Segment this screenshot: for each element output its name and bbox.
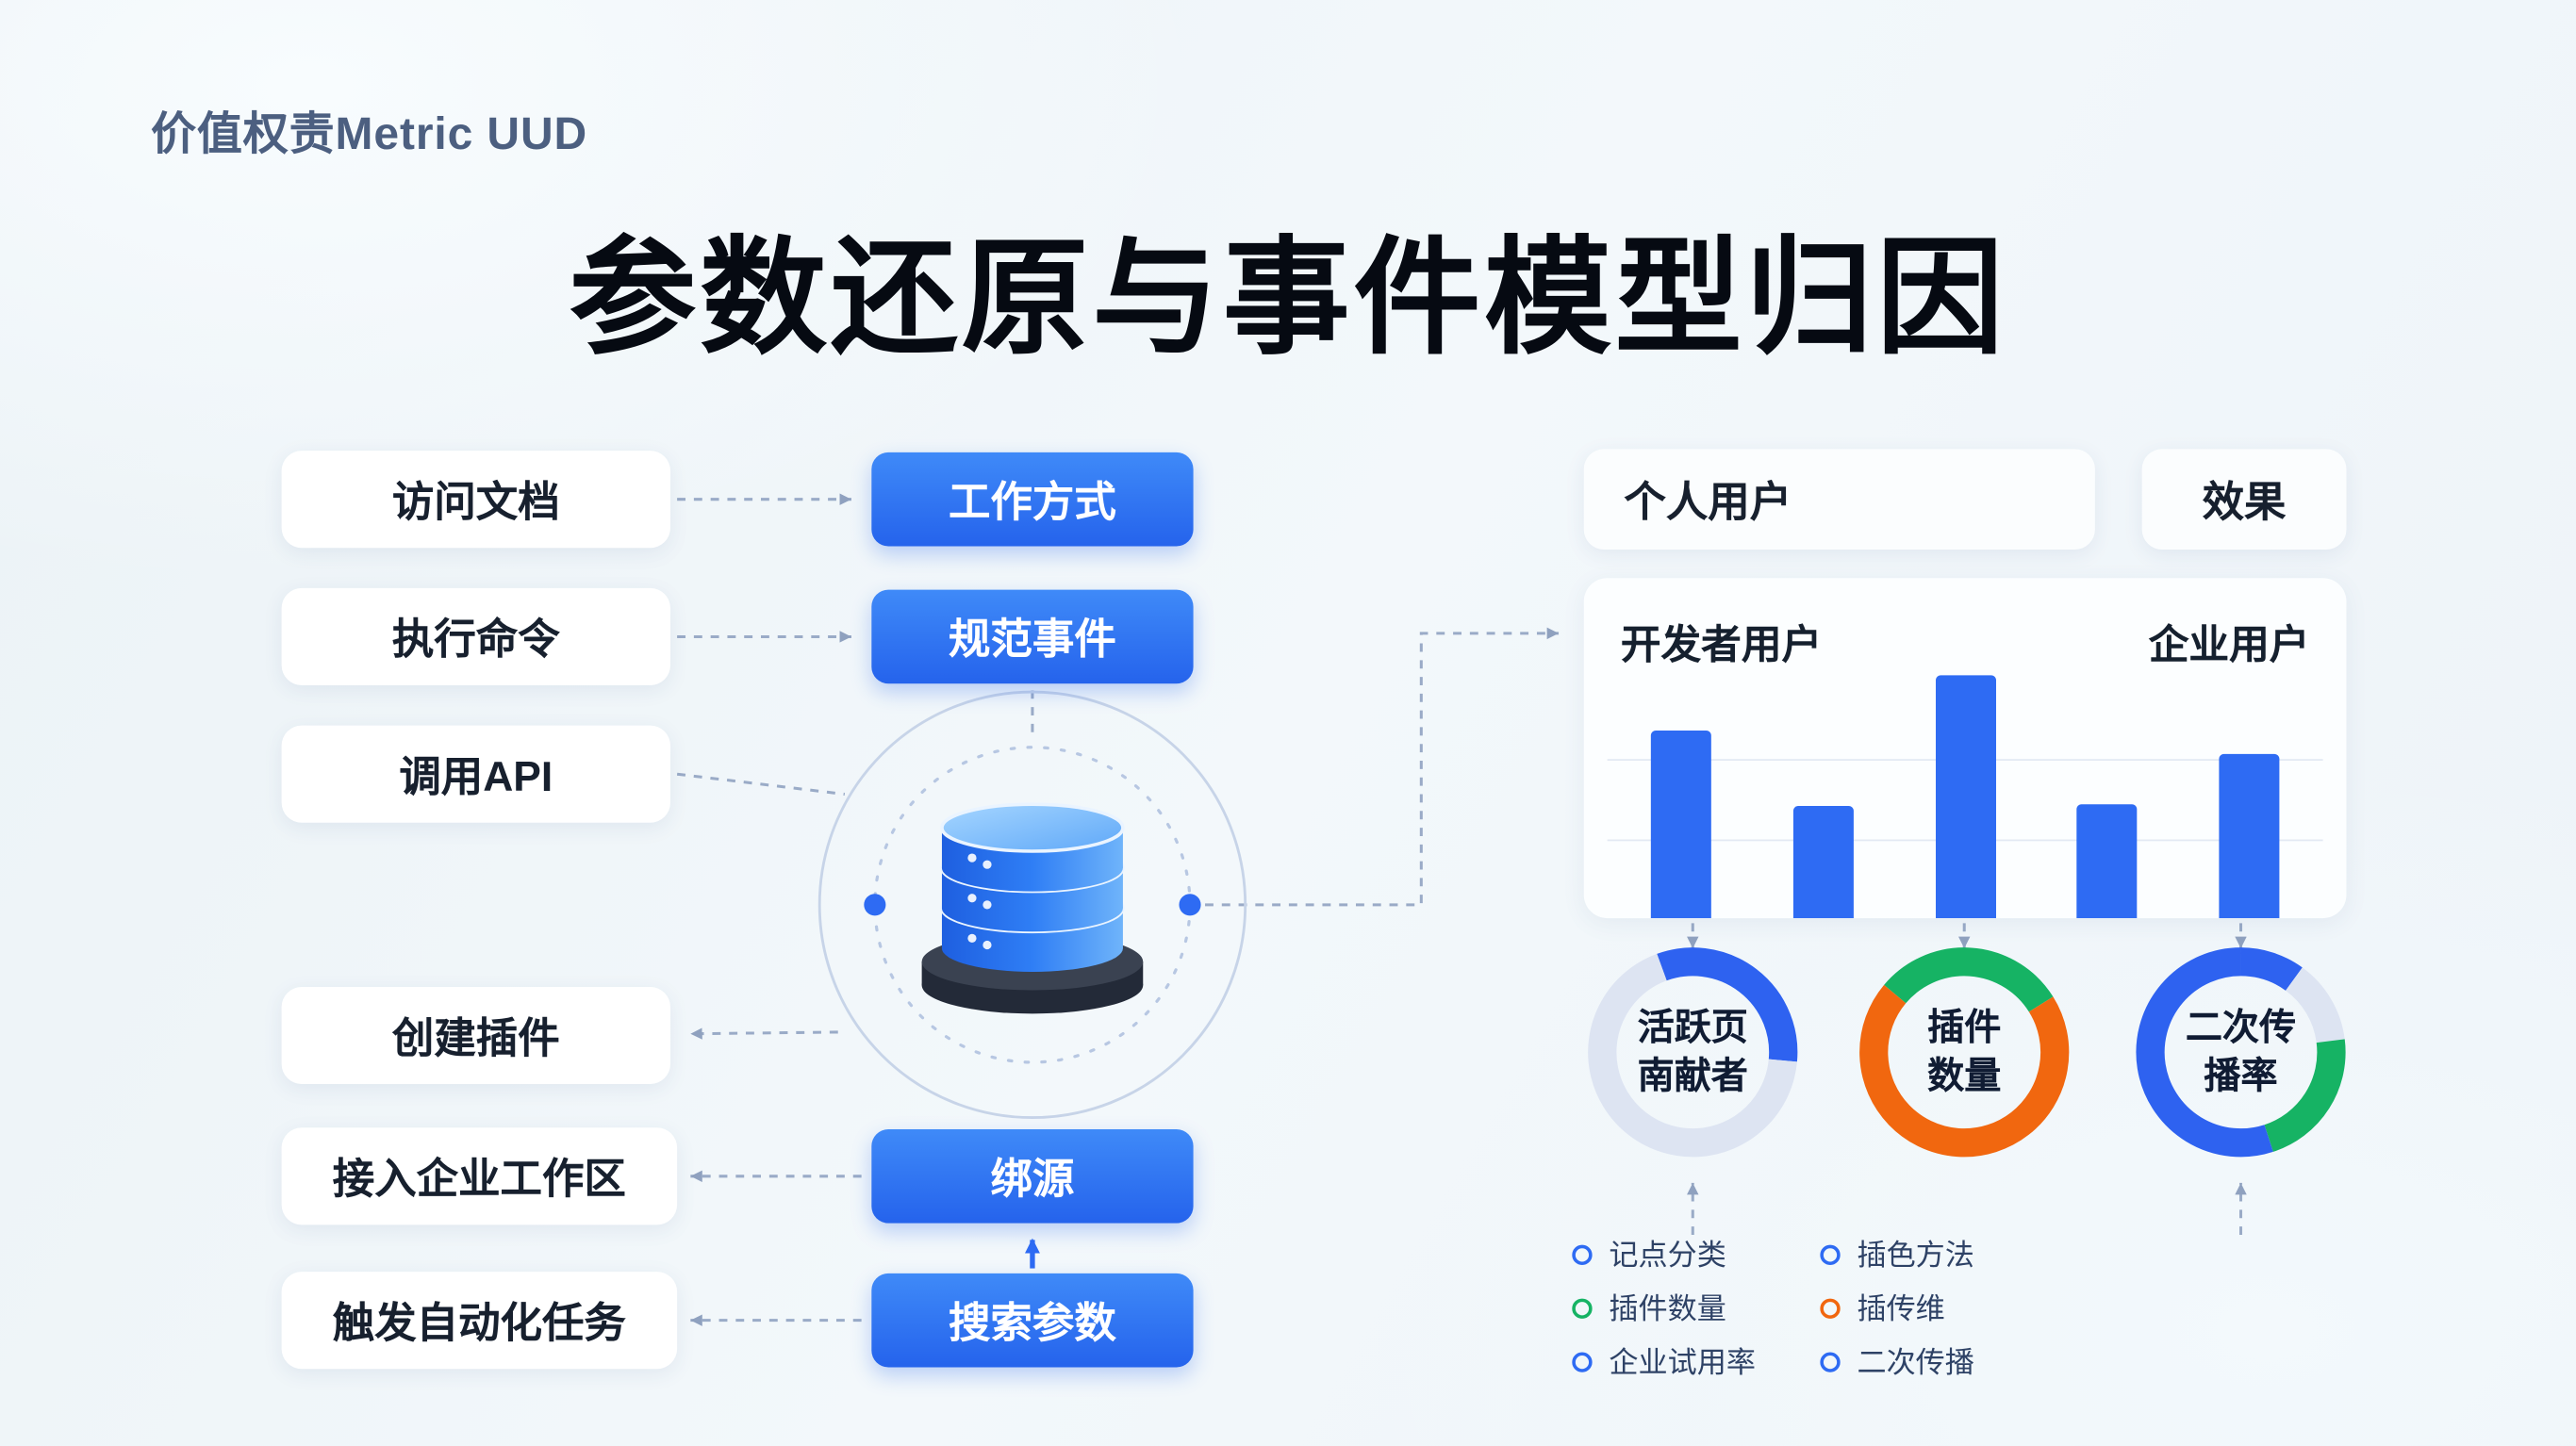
donut-label: 二次传 播率 (2123, 1004, 2358, 1100)
legend-item: 插色方法 (1820, 1233, 1974, 1274)
legend-dot-icon (1572, 1297, 1593, 1319)
bar (2076, 804, 2138, 919)
legend-dot-icon (1820, 1351, 1841, 1372)
legend-dot-icon (1820, 1243, 1841, 1265)
card-personal-users: 个人用户 (1583, 449, 2095, 550)
bar (2219, 753, 2280, 919)
legend-label: 插件数量 (1609, 1291, 1726, 1326)
donut-chart-active-contributors: 活跃页 南献者 (1576, 935, 1810, 1170)
donut-label-line: 活跃页 (1637, 1006, 1748, 1048)
donut-segment (1859, 984, 2070, 1158)
legend-label: 企业试用率 (1609, 1345, 1756, 1379)
legend-dot-icon (1572, 1243, 1593, 1265)
database-icon (921, 802, 1144, 1014)
legend-dot-icon (1572, 1351, 1593, 1372)
donut-label-line: 播率 (2204, 1054, 2278, 1096)
donut-segment (1588, 953, 1797, 1158)
page-title: 参数还原与事件模型归因 (569, 227, 2007, 370)
donut-ring (1859, 947, 2070, 1158)
input-card-access-docs: 访问文档 (281, 451, 670, 549)
card-effect: 效果 (2141, 449, 2347, 550)
donut-ring (1588, 947, 1798, 1158)
bar-chart-bars (1650, 650, 2280, 919)
legend-item: 企业试用率 (1572, 1340, 1756, 1382)
legend-item: 二次传播 (1820, 1340, 1974, 1382)
bar-chart-panel: 开发者用户 企业用户 (1583, 578, 2347, 919)
bar (1650, 730, 1711, 919)
input-card-run-command: 执行命令 (281, 587, 670, 685)
output-card-trigger-automation: 触发自动化任务 (281, 1272, 678, 1370)
label-developer-users: 开发者用户 (1620, 623, 1823, 669)
bar (1935, 675, 1996, 919)
action-work-mode: 工作方式 (871, 452, 1194, 547)
legend-item: 插件数量 (1572, 1287, 1726, 1328)
donut-label: 活跃页 南献者 (1576, 1004, 1810, 1100)
legend-dot-icon (1820, 1297, 1841, 1319)
output-card-create-plugin: 创建插件 (281, 986, 670, 1085)
output-card-enterprise-workspace: 接入企业工作区 (281, 1127, 678, 1225)
label-enterprise-users: 企业用户 (2148, 623, 2310, 669)
eyebrow-label: 价值权责Metric UUD (150, 108, 588, 159)
donut-label-line: 插件 (1927, 1006, 2002, 1048)
donut-segment (1657, 947, 1798, 1062)
donut-label-line: 二次传 (2185, 1006, 2297, 1048)
donut-ring (2136, 947, 2346, 1158)
donut-chart-secondary-spread: 二次传 播率 (2123, 935, 2358, 1170)
legend-item: 记点分类 (1572, 1233, 1726, 1274)
donut-segment (2285, 967, 2345, 1043)
donut-label-line: 数量 (1927, 1054, 2002, 1096)
legend-label: 记点分类 (1609, 1238, 1726, 1273)
donut-segment (2239, 947, 2303, 992)
action-normalize-events: 规范事件 (871, 589, 1194, 684)
legend-label: 二次传播 (1857, 1345, 1974, 1379)
legend-label: 插色方法 (1857, 1238, 1974, 1273)
donut-segment (1884, 947, 2054, 1012)
legend-label: 插传维 (1857, 1291, 1945, 1326)
donut-segment (2264, 1039, 2346, 1152)
action-bind-source: 绑源 (871, 1129, 1194, 1224)
donut-chart-plugin-count: 插件 数量 (1847, 935, 2082, 1170)
donut-label: 插件 数量 (1847, 1004, 2082, 1100)
action-search-params: 搜索参数 (871, 1273, 1194, 1368)
donut-label-line: 南献者 (1637, 1054, 1748, 1096)
bar (1792, 805, 1854, 919)
legend-item: 插传维 (1820, 1287, 1945, 1328)
donut-segment (2136, 947, 2273, 1158)
input-card-call-api: 调用API (281, 725, 670, 823)
